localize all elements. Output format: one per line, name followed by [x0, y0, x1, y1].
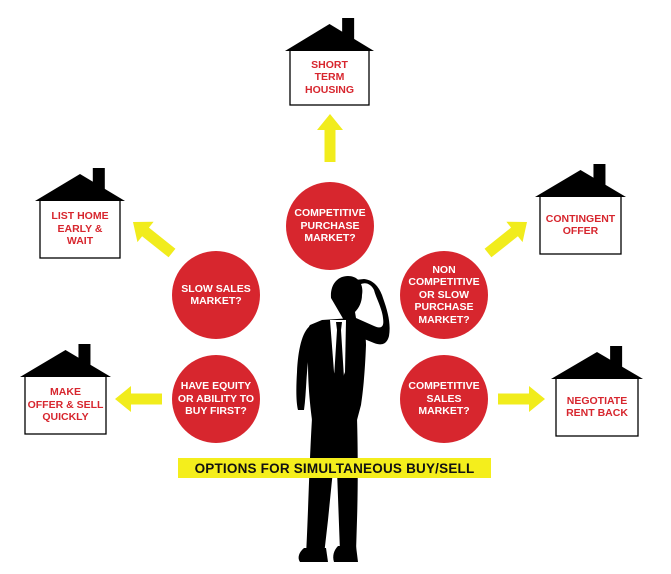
businessman-silhouette [296, 276, 390, 562]
house-short-term-housing [285, 18, 374, 106]
circle-competitive-purchase [286, 182, 374, 270]
arrow-competitive-purchase-to-short-term-housing [317, 114, 343, 162]
houses-layer [20, 18, 643, 437]
arrow-have-equity-to-make-offer-sell [115, 386, 162, 412]
circle-slow-sales [172, 251, 260, 339]
circle-competitive-sales [400, 355, 488, 443]
circle-have-equity [172, 355, 260, 443]
circle-non-competitive [400, 251, 488, 339]
silhouette-tie [334, 322, 344, 389]
arrow-non-competitive-to-contingent-offer [484, 221, 527, 258]
house-contingent-offer [535, 164, 626, 255]
silhouette-head-arm [330, 276, 390, 345]
house-negotiate-rent-back [551, 346, 643, 437]
circles-layer [172, 182, 488, 443]
silhouette-legs [306, 418, 358, 555]
house-make-offer-sell [20, 344, 111, 435]
silhouette-left-arm [296, 326, 310, 410]
arrow-competitive-sales-to-negotiate-rent-back [498, 386, 545, 412]
house-list-home-early [35, 168, 125, 259]
silhouette-right-shoe [333, 546, 358, 562]
arrows-layer [115, 114, 545, 412]
silhouette-left-shoe [298, 548, 328, 562]
diagram-title-banner: OPTIONS FOR SIMULTANEOUS BUY/SELL [178, 458, 491, 478]
arrow-slow-sales-to-list-home-early [133, 221, 176, 258]
